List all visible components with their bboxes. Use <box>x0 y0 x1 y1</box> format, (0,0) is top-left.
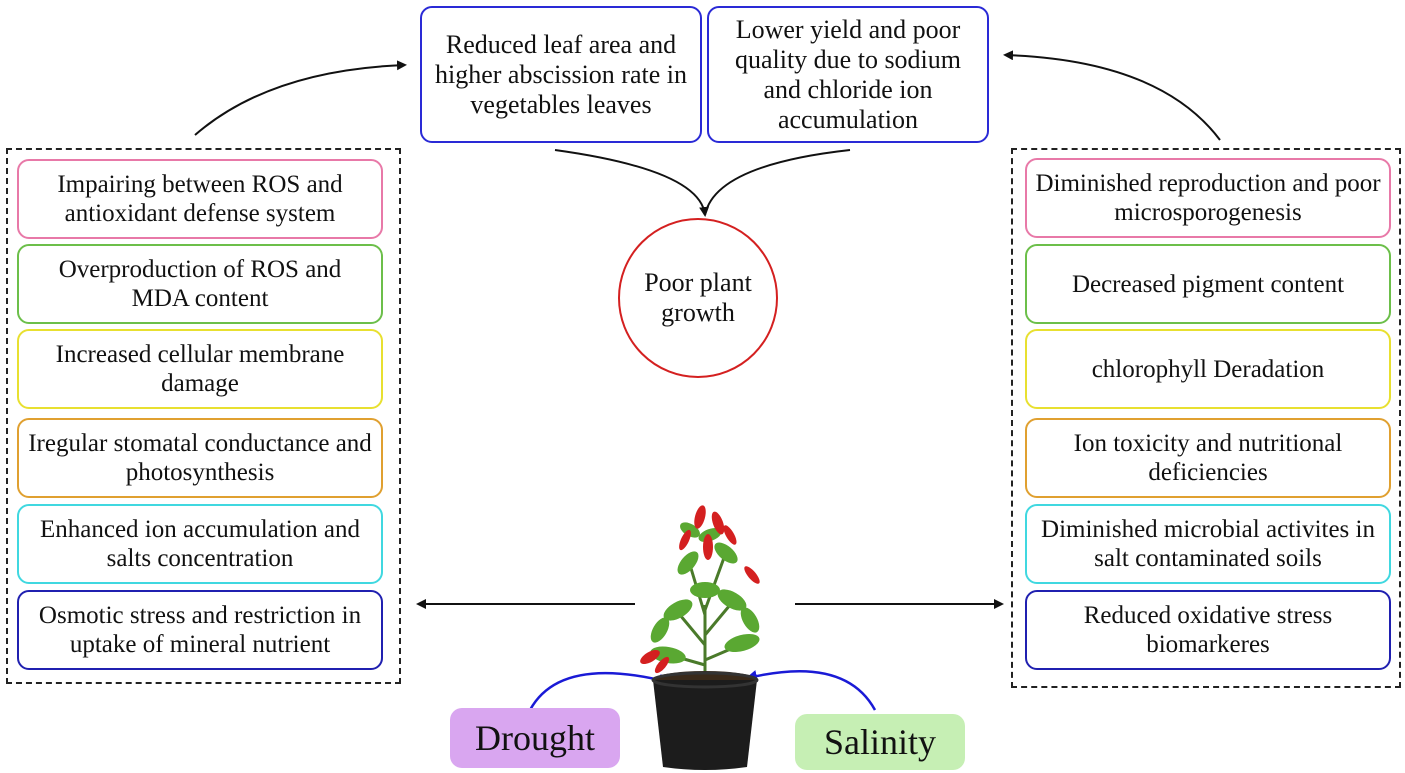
poor-plant-growth-label: Poor plant growth <box>644 268 752 327</box>
right-effect-6-text: Reduced oxidative stress biomarkeres <box>1083 602 1333 658</box>
left-effect-1-text: Impairing between ROS and antioxidant de… <box>57 171 343 227</box>
right-effect-4: Ion toxicity and nutritional deficiencie… <box>1025 418 1391 498</box>
top-effect-leaf-area: Reduced leaf area and higher abscission … <box>420 6 702 143</box>
left-effect-6-text: Osmotic stress and restriction in uptake… <box>38 602 362 658</box>
left-effect-5: Enhanced ion accumulation and salts conc… <box>17 504 383 584</box>
left-effect-3: Increased cellular membrane damage <box>17 329 383 409</box>
right-effect-3-text: chlorophyll Deradation <box>1091 355 1325 383</box>
right-effect-6: Reduced oxidative stress biomarkeres <box>1025 590 1391 670</box>
top-effect-yield: Lower yield and poor quality due to sodi… <box>707 6 989 143</box>
arrow-top-left-to-circle <box>554 149 710 217</box>
left-effect-4-text: Iregular stomatal conductance and photos… <box>28 430 372 486</box>
right-effect-1-text: Diminished reproduction and poor microsp… <box>1035 170 1381 226</box>
salinity-label: Salinity <box>795 714 965 770</box>
salinity-label-text: Salinity <box>823 722 936 762</box>
drought-label: Drought <box>450 708 620 768</box>
right-effects-group <box>1011 148 1401 688</box>
arrow-drought-to-plant <box>528 671 671 711</box>
right-effect-2-text: Decreased pigment content <box>1071 270 1345 298</box>
pepper-plant-image <box>640 505 760 770</box>
right-effect-1: Diminished reproduction and poor microsp… <box>1025 158 1391 238</box>
left-effect-1: Impairing between ROS and antioxidant de… <box>17 159 383 239</box>
right-effect-3: chlorophyll Deradation <box>1025 329 1391 409</box>
left-effect-2: Overproduction of ROS and MDA content <box>17 244 383 324</box>
left-effects-group <box>6 148 401 684</box>
left-effect-5-text: Enhanced ion accumulation and salts conc… <box>39 516 361 572</box>
top-effect-yield-text: Lower yield and poor quality due to sodi… <box>734 14 962 134</box>
top-effect-leaf-area-text: Reduced leaf area and higher abscission … <box>435 29 687 119</box>
left-effect-6: Osmotic stress and restriction in uptake… <box>17 590 383 670</box>
arrow-right-to-top <box>1003 50 1221 141</box>
poor-plant-growth-node: Poor plant growth <box>618 218 778 378</box>
drought-label-text: Drought <box>475 718 595 758</box>
right-effect-2: Decreased pigment content <box>1025 244 1391 324</box>
arrow-top-right-to-circle <box>704 149 851 216</box>
left-effect-3-text: Increased cellular membrane damage <box>55 341 345 397</box>
left-effect-4: Iregular stomatal conductance and photos… <box>17 418 383 498</box>
arrow-left-to-top <box>194 60 407 136</box>
right-effect-4-text: Ion toxicity and nutritional deficiencie… <box>1073 430 1343 486</box>
left-effect-2-text: Overproduction of ROS and MDA content <box>58 256 342 312</box>
arrow-salinity-to-plant <box>745 669 877 711</box>
right-effect-5-text: Diminished microbial activites in salt c… <box>1041 516 1375 572</box>
right-effect-5: Diminished microbial activites in salt c… <box>1025 504 1391 584</box>
